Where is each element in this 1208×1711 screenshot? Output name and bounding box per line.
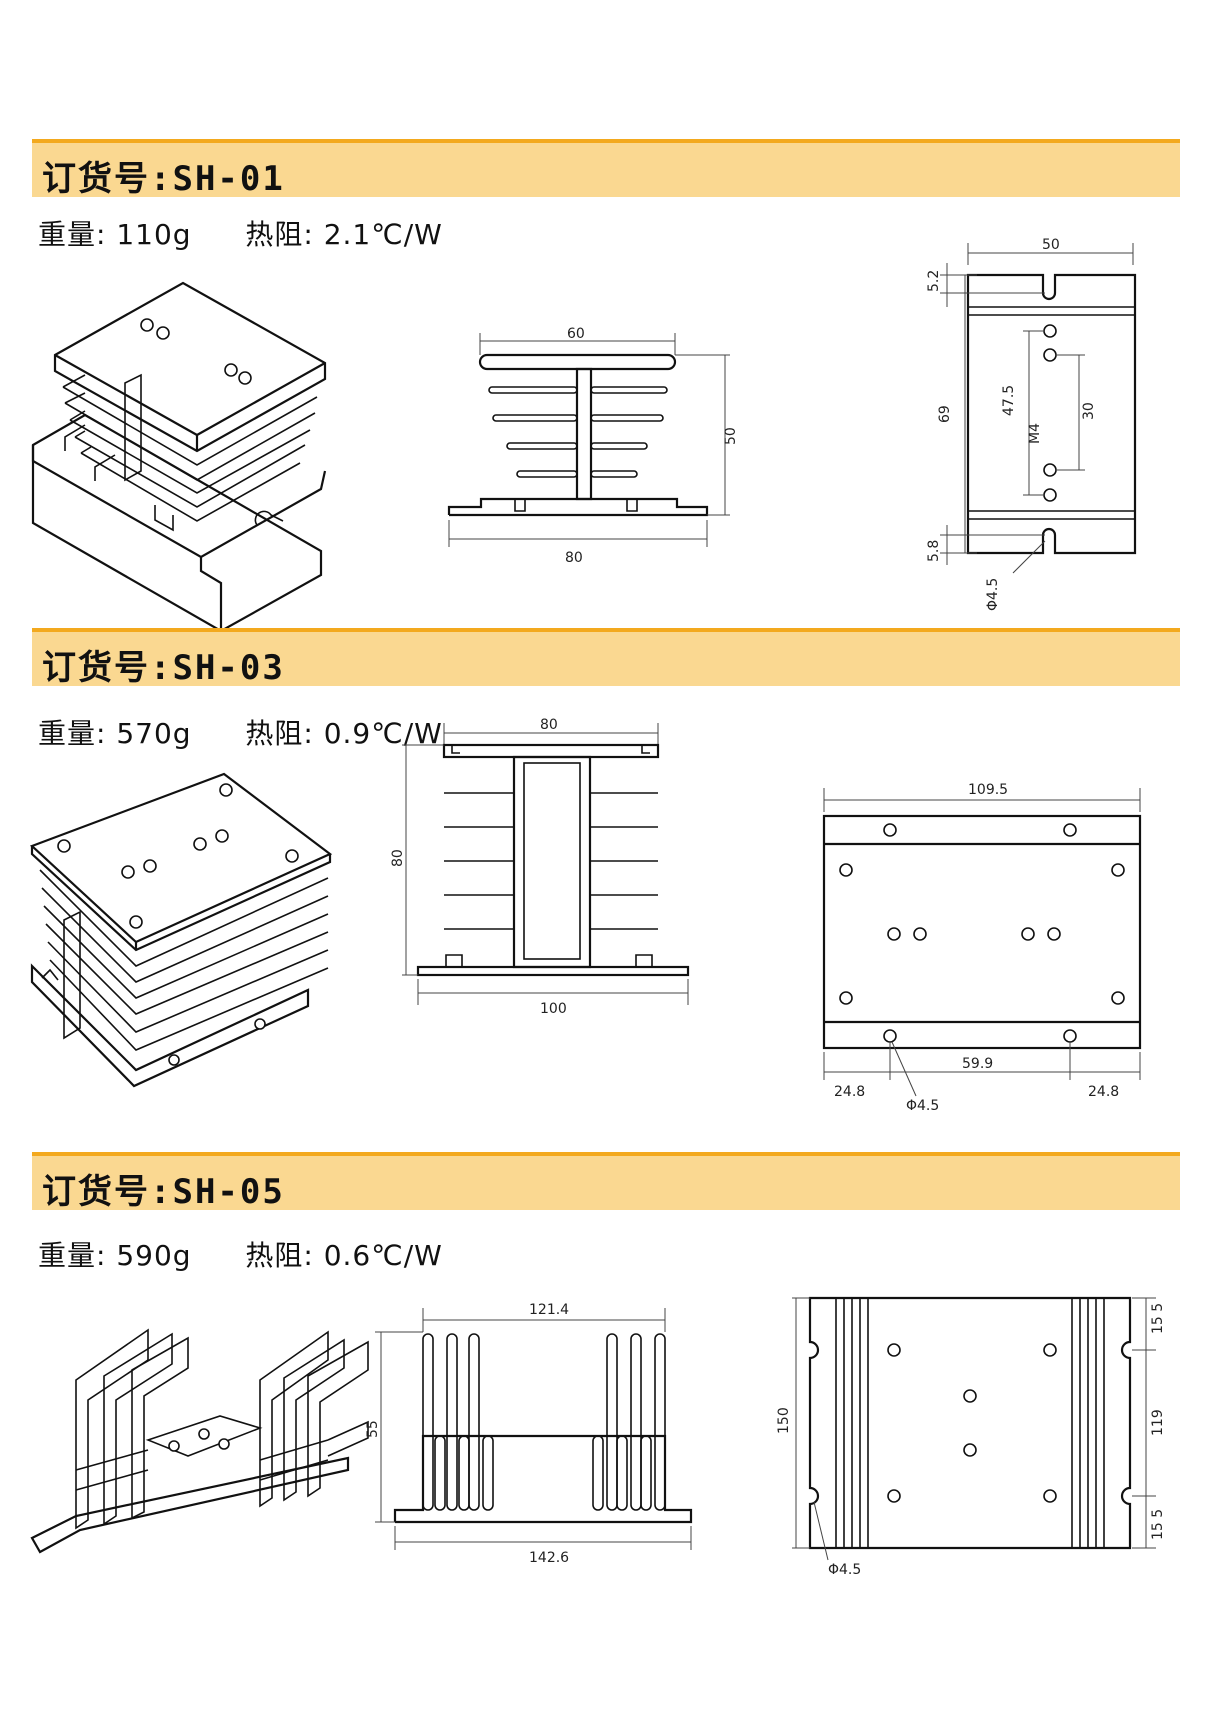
- dim-middle: 59.9: [962, 1056, 993, 1072]
- section-header-sh03: 订货号:SH-03: [32, 628, 1180, 688]
- order-number-title: 订货号:SH-03: [42, 648, 285, 688]
- dim-bottom-width: 80: [565, 550, 583, 566]
- resistance-label: 热阻:: [245, 1239, 314, 1272]
- weight-value: 110g: [116, 218, 192, 251]
- order-number-title: 订货号:SH-01: [42, 159, 285, 199]
- dim-inner-span: 30: [1081, 402, 1097, 420]
- spec-line-sh01: 重量: 110g 热阻: 2.1℃/W: [38, 213, 443, 253]
- hole-diameter: Φ4.5: [985, 578, 1001, 611]
- dim-top-width: 80: [540, 717, 558, 733]
- weight-label: 重量:: [38, 1239, 107, 1272]
- spec-line-sh03: 重量: 570g 热阻: 0.9℃/W: [38, 712, 443, 752]
- front-view-sh05: 121.4 55 142.6: [365, 1302, 693, 1566]
- dim-edge-bottom: 5.8: [926, 540, 942, 562]
- dim-left: 24.8: [834, 1084, 865, 1100]
- spec-line-sh05: 重量: 590g 热阻: 0.6℃/W: [38, 1234, 443, 1274]
- dim-edge-top: 15 5: [1150, 1303, 1166, 1334]
- dim-top-width: 60: [567, 326, 585, 342]
- weight-value: 590g: [116, 1239, 192, 1272]
- weight-label: 重量:: [38, 717, 107, 750]
- isometric-view-sh01: [31, 281, 327, 633]
- weight-label: 重量:: [38, 218, 107, 251]
- front-view-sh03: 80 80 100: [390, 717, 690, 1017]
- dim-hole-span: 47.5: [1001, 385, 1017, 416]
- dim-bottom-width: 100: [540, 1001, 567, 1017]
- resistance-value: 2.1℃/W: [323, 218, 443, 251]
- dim-edge-top: 5.2: [926, 270, 942, 292]
- hole-diameter: Φ4.5: [828, 1562, 861, 1578]
- isometric-view-sh03: [29, 772, 333, 1088]
- resistance-value: 0.6℃/W: [323, 1239, 443, 1272]
- hole-diameter: Φ4.5: [906, 1098, 939, 1114]
- order-number-title: 订货号:SH-05: [42, 1172, 285, 1212]
- section-header-sh01: 订货号:SH-01: [32, 139, 1180, 199]
- resistance-label: 热阻:: [245, 218, 314, 251]
- resistance-label: 热阻:: [245, 717, 314, 750]
- section-header-sh05: 订货号:SH-05: [32, 1152, 1180, 1212]
- top-view-sh03: 109.5 24.8 59.9 24.8 Φ4.5: [822, 782, 1142, 1114]
- dim-height: 150: [776, 1407, 792, 1434]
- dim-right: 24.8: [1088, 1084, 1119, 1100]
- top-view-sh01: 109.5 50 47.5 30 M4 5.2 69 5.8 Φ4.5: [926, 237, 1137, 611]
- dim-edge-bottom: 15 5: [1150, 1509, 1166, 1540]
- dim-bottom-width: 142.6: [529, 1550, 569, 1566]
- weight-value: 570g: [116, 717, 192, 750]
- thread-label: M4: [1027, 423, 1043, 444]
- dim-height: 50: [723, 427, 739, 445]
- dim-height: 80: [390, 849, 406, 867]
- dim-middle: 119: [1150, 1409, 1166, 1436]
- dim-top-width: 121.4: [529, 1302, 569, 1318]
- top-view-sh05: 150 15 5 119 15 5 Φ4.5: [776, 1296, 1166, 1578]
- dim-width: 109.5: [968, 782, 1008, 798]
- dim-height: 69: [937, 405, 953, 423]
- dim-height: 55: [365, 1420, 381, 1438]
- isometric-view-sh05: [30, 1328, 369, 1554]
- front-view-sh01: 60 50 80: [447, 326, 739, 566]
- dim-width: 50: [1042, 237, 1060, 253]
